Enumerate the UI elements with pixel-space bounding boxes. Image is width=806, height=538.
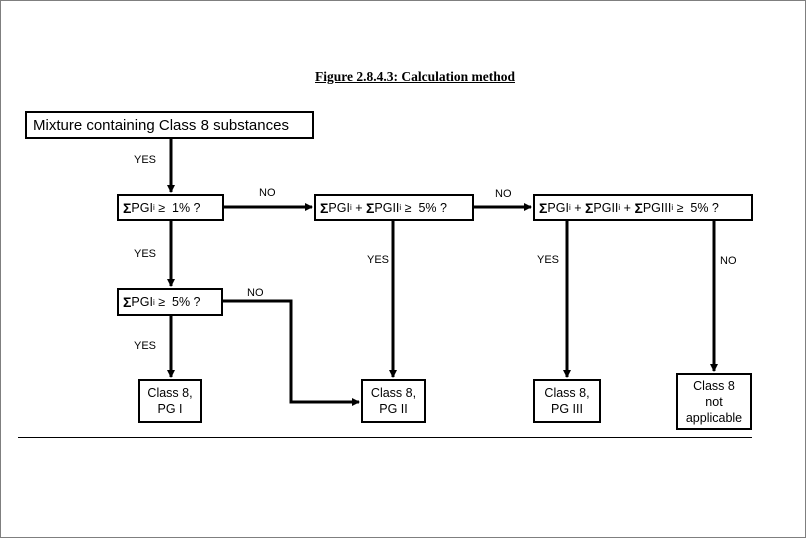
result-line: Class 8, <box>544 386 590 400</box>
plus-sign: + <box>620 200 635 215</box>
term-pgii: PGII <box>593 200 619 215</box>
result-line: Class 8, <box>370 386 417 400</box>
term-pgi: PGI <box>131 295 153 309</box>
result-line: Class 8, <box>147 386 193 400</box>
result-line: PG I <box>157 402 183 416</box>
figure-title: Figure 2.8.4.3: Calculation method <box>315 69 515 84</box>
subscript-i: i <box>671 203 674 212</box>
edge-cond4-to-res2 <box>223 299 360 406</box>
result-line: PG III <box>551 402 583 416</box>
result-class8-pg3: Class 8, PG III <box>533 379 601 423</box>
result-line: PG II <box>379 402 408 416</box>
result-class8-pg1: Class 8, PG I <box>138 379 202 423</box>
sigma-symbol: Σ <box>539 199 548 216</box>
label-yes-c4-r1: YES <box>134 340 157 352</box>
label-yes-c2-r2: YES <box>367 254 390 266</box>
sigma-symbol: Σ <box>584 199 594 216</box>
subscript-i: i <box>618 203 621 212</box>
result-class8-pg2: Class 8, PG II <box>361 379 426 423</box>
bottom-rule <box>18 437 752 438</box>
result-line: applicable <box>685 410 743 425</box>
term-pgi: PGI <box>131 200 153 215</box>
start-node: Mixture containing Class 8 substances <box>25 111 314 139</box>
term-pgii: PGII <box>374 200 400 215</box>
sigma-symbol: Σ <box>634 199 643 216</box>
plus-sign: + <box>570 200 585 215</box>
label-no-c3-r4: NO <box>720 255 737 267</box>
term-pgi: PGI <box>547 200 569 215</box>
sigma-symbol: Σ <box>123 294 132 310</box>
label-yes-start-c1: YES <box>134 154 157 166</box>
subscript-i: i <box>349 203 352 212</box>
threshold-text: ≥ 1% ? <box>154 200 201 215</box>
result-line: not <box>705 394 723 409</box>
threshold-text: ≥ 5% ? <box>401 200 447 215</box>
plus-sign: + <box>351 200 366 215</box>
term-pgi: PGI <box>328 200 350 215</box>
result-class8-not-applicable: Class 8 not applicable <box>676 373 752 430</box>
label-no-c4-r2: NO <box>247 287 264 299</box>
threshold-text: ≥ 5% ? <box>673 200 719 215</box>
sigma-symbol: Σ <box>365 199 375 216</box>
label-no-c1-c2: NO <box>259 187 276 199</box>
threshold-text: ≥ 5% ? <box>154 295 201 309</box>
term-pgiii: PGIII <box>642 200 672 215</box>
subscript-i: i <box>152 203 155 212</box>
sigma-symbol: Σ <box>123 199 132 216</box>
label-yes-c1-c4: YES <box>134 248 157 260</box>
sigma-symbol: Σ <box>320 199 329 216</box>
result-line: Class 8 <box>693 378 735 393</box>
subscript-i: i <box>152 297 155 307</box>
subscript-i: i <box>399 203 402 212</box>
subscript-i: i <box>568 203 571 212</box>
label-yes-c3-r3: YES <box>537 254 560 266</box>
label-no-c2-c3: NO <box>495 188 512 200</box>
